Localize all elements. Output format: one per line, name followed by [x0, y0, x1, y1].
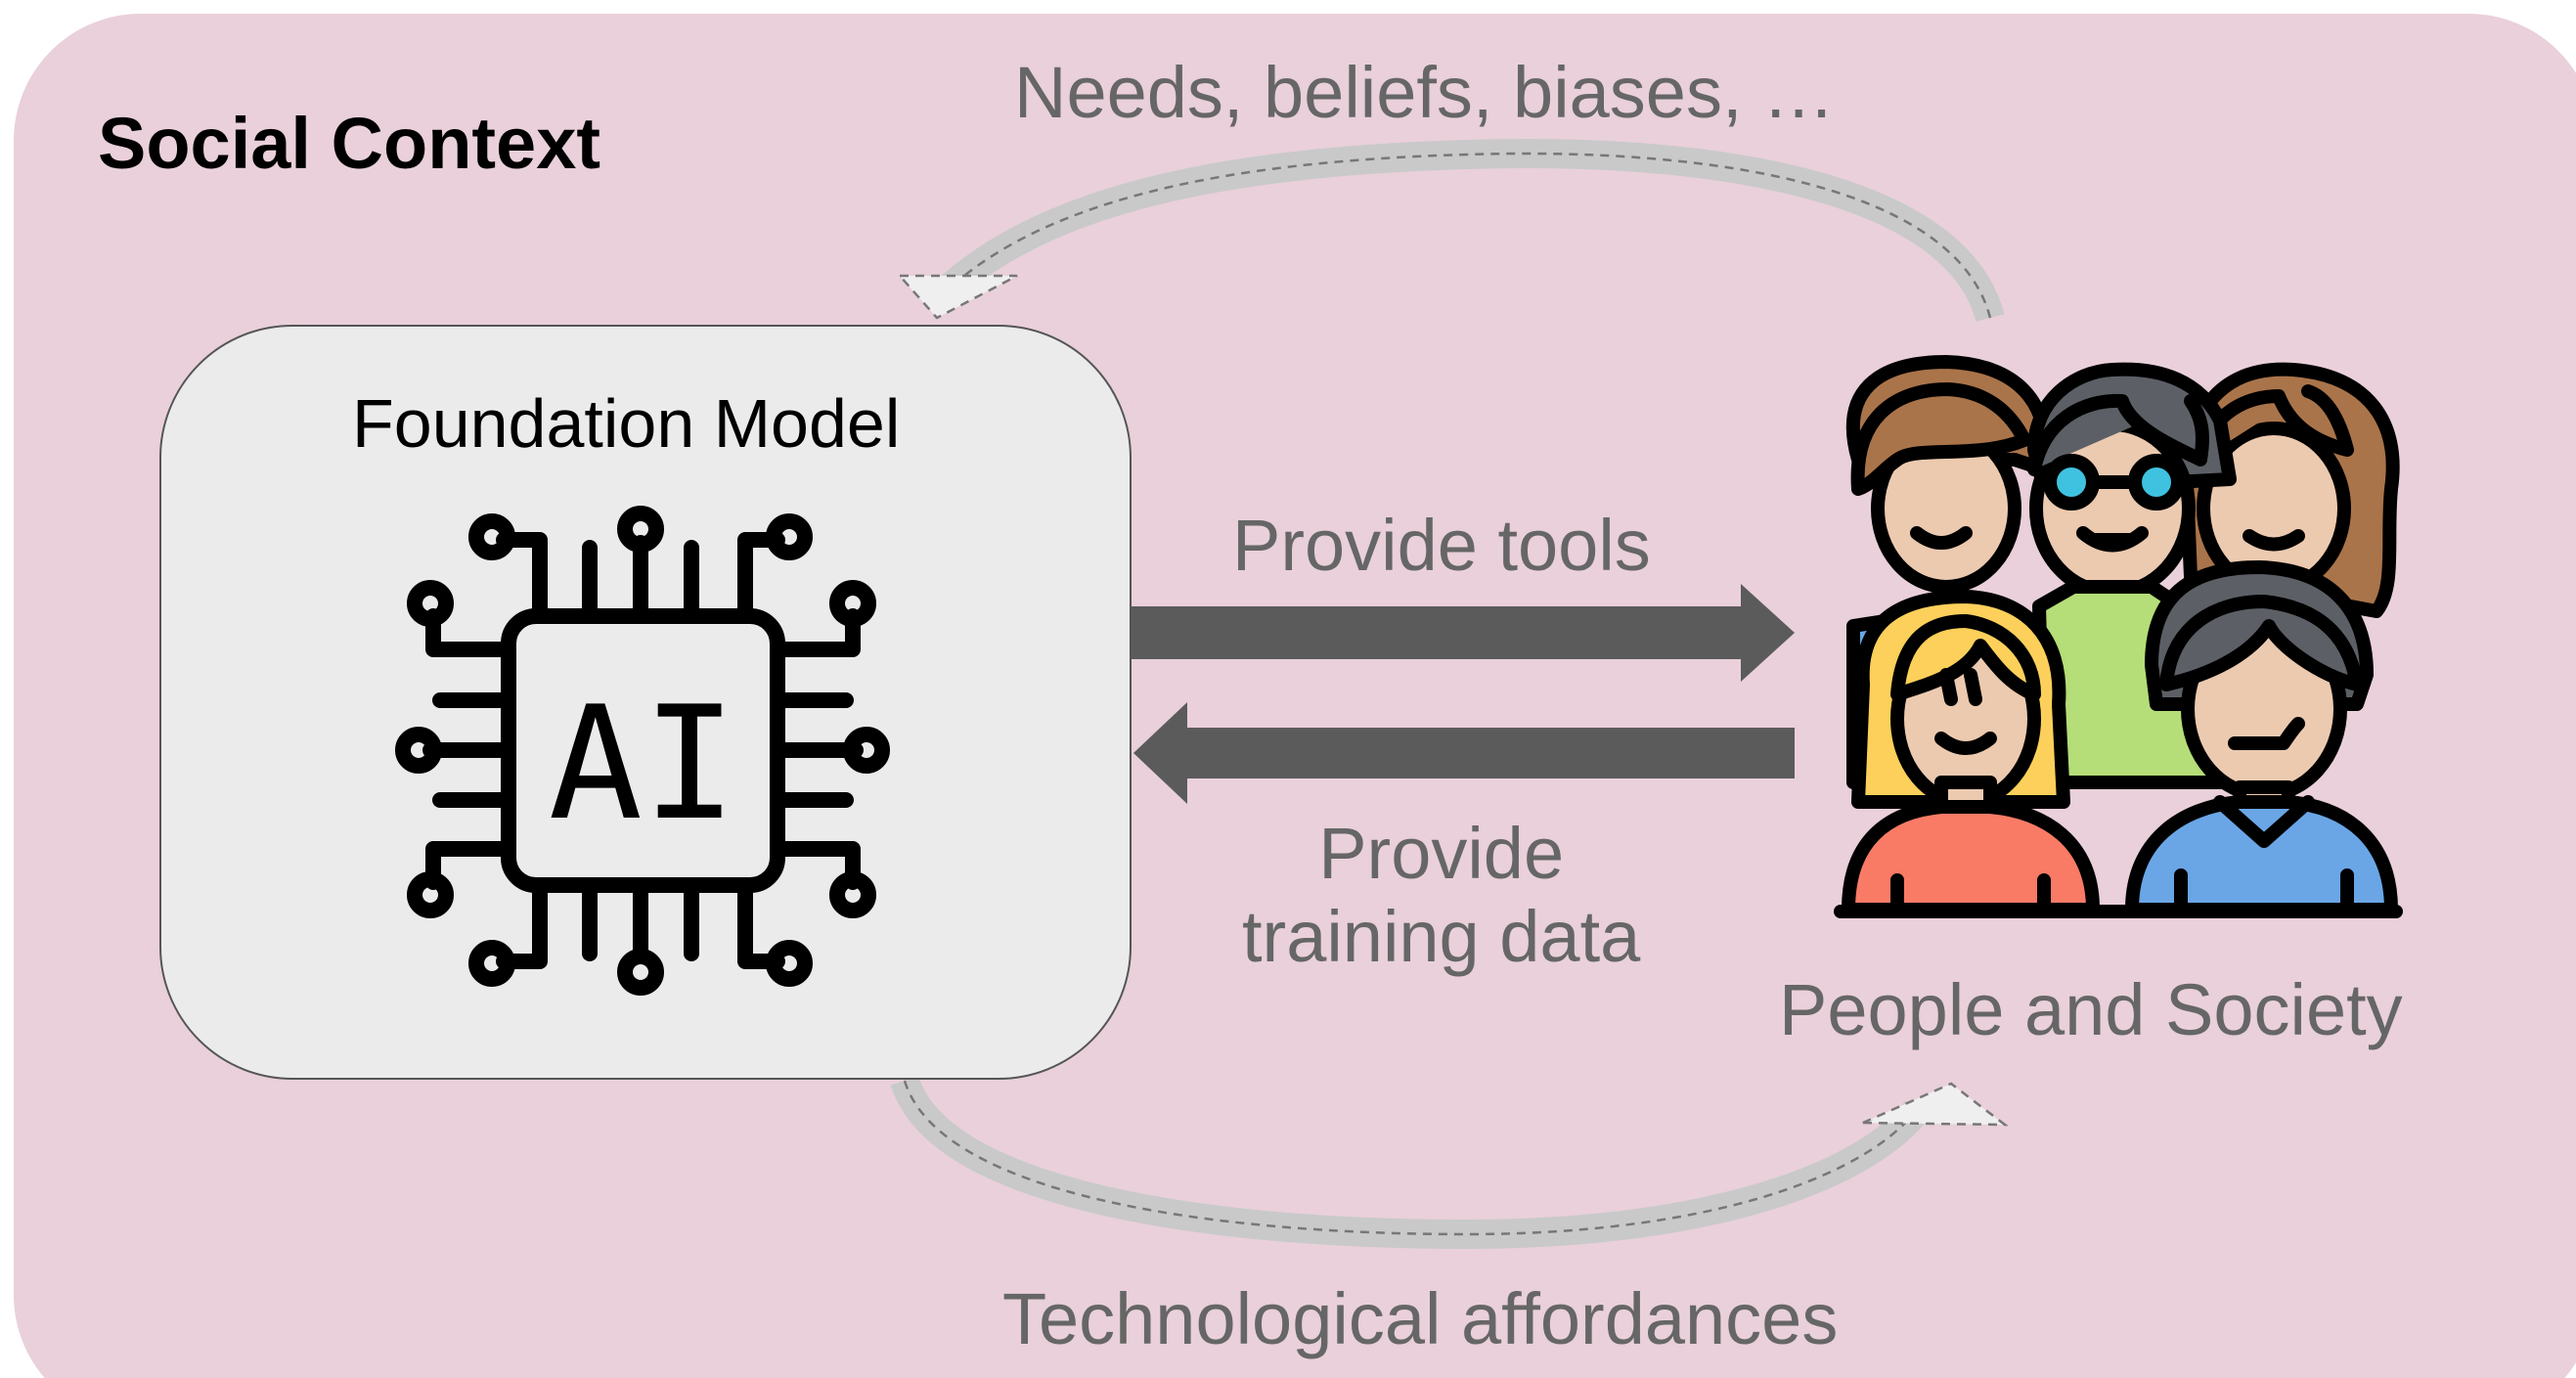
foundation-model-box [159, 325, 1132, 1080]
people-and-society-label: People and Society [1779, 969, 2403, 1050]
top-cycle-arrow [897, 139, 2005, 323]
provide-training-data-label: Provide training data [1242, 813, 1641, 978]
provide-tools-label: Provide tools [1232, 505, 1651, 586]
bottom-cycle-label: Technological affordances [1002, 1278, 1839, 1359]
foundation-model-title: Foundation Model [352, 385, 901, 462]
provide-tools-arrow [1132, 584, 1795, 682]
social-context-title: Social Context [98, 103, 600, 184]
ai-chip-icon [395, 506, 890, 996]
bottom-cycle-arrow [890, 1075, 2009, 1250]
top-cycle-label: Needs, beliefs, biases, … [1014, 52, 1836, 133]
chip-label: AI [549, 672, 737, 855]
provide-training-data-arrow [1133, 702, 1795, 804]
people-group-icon [1834, 355, 2403, 918]
